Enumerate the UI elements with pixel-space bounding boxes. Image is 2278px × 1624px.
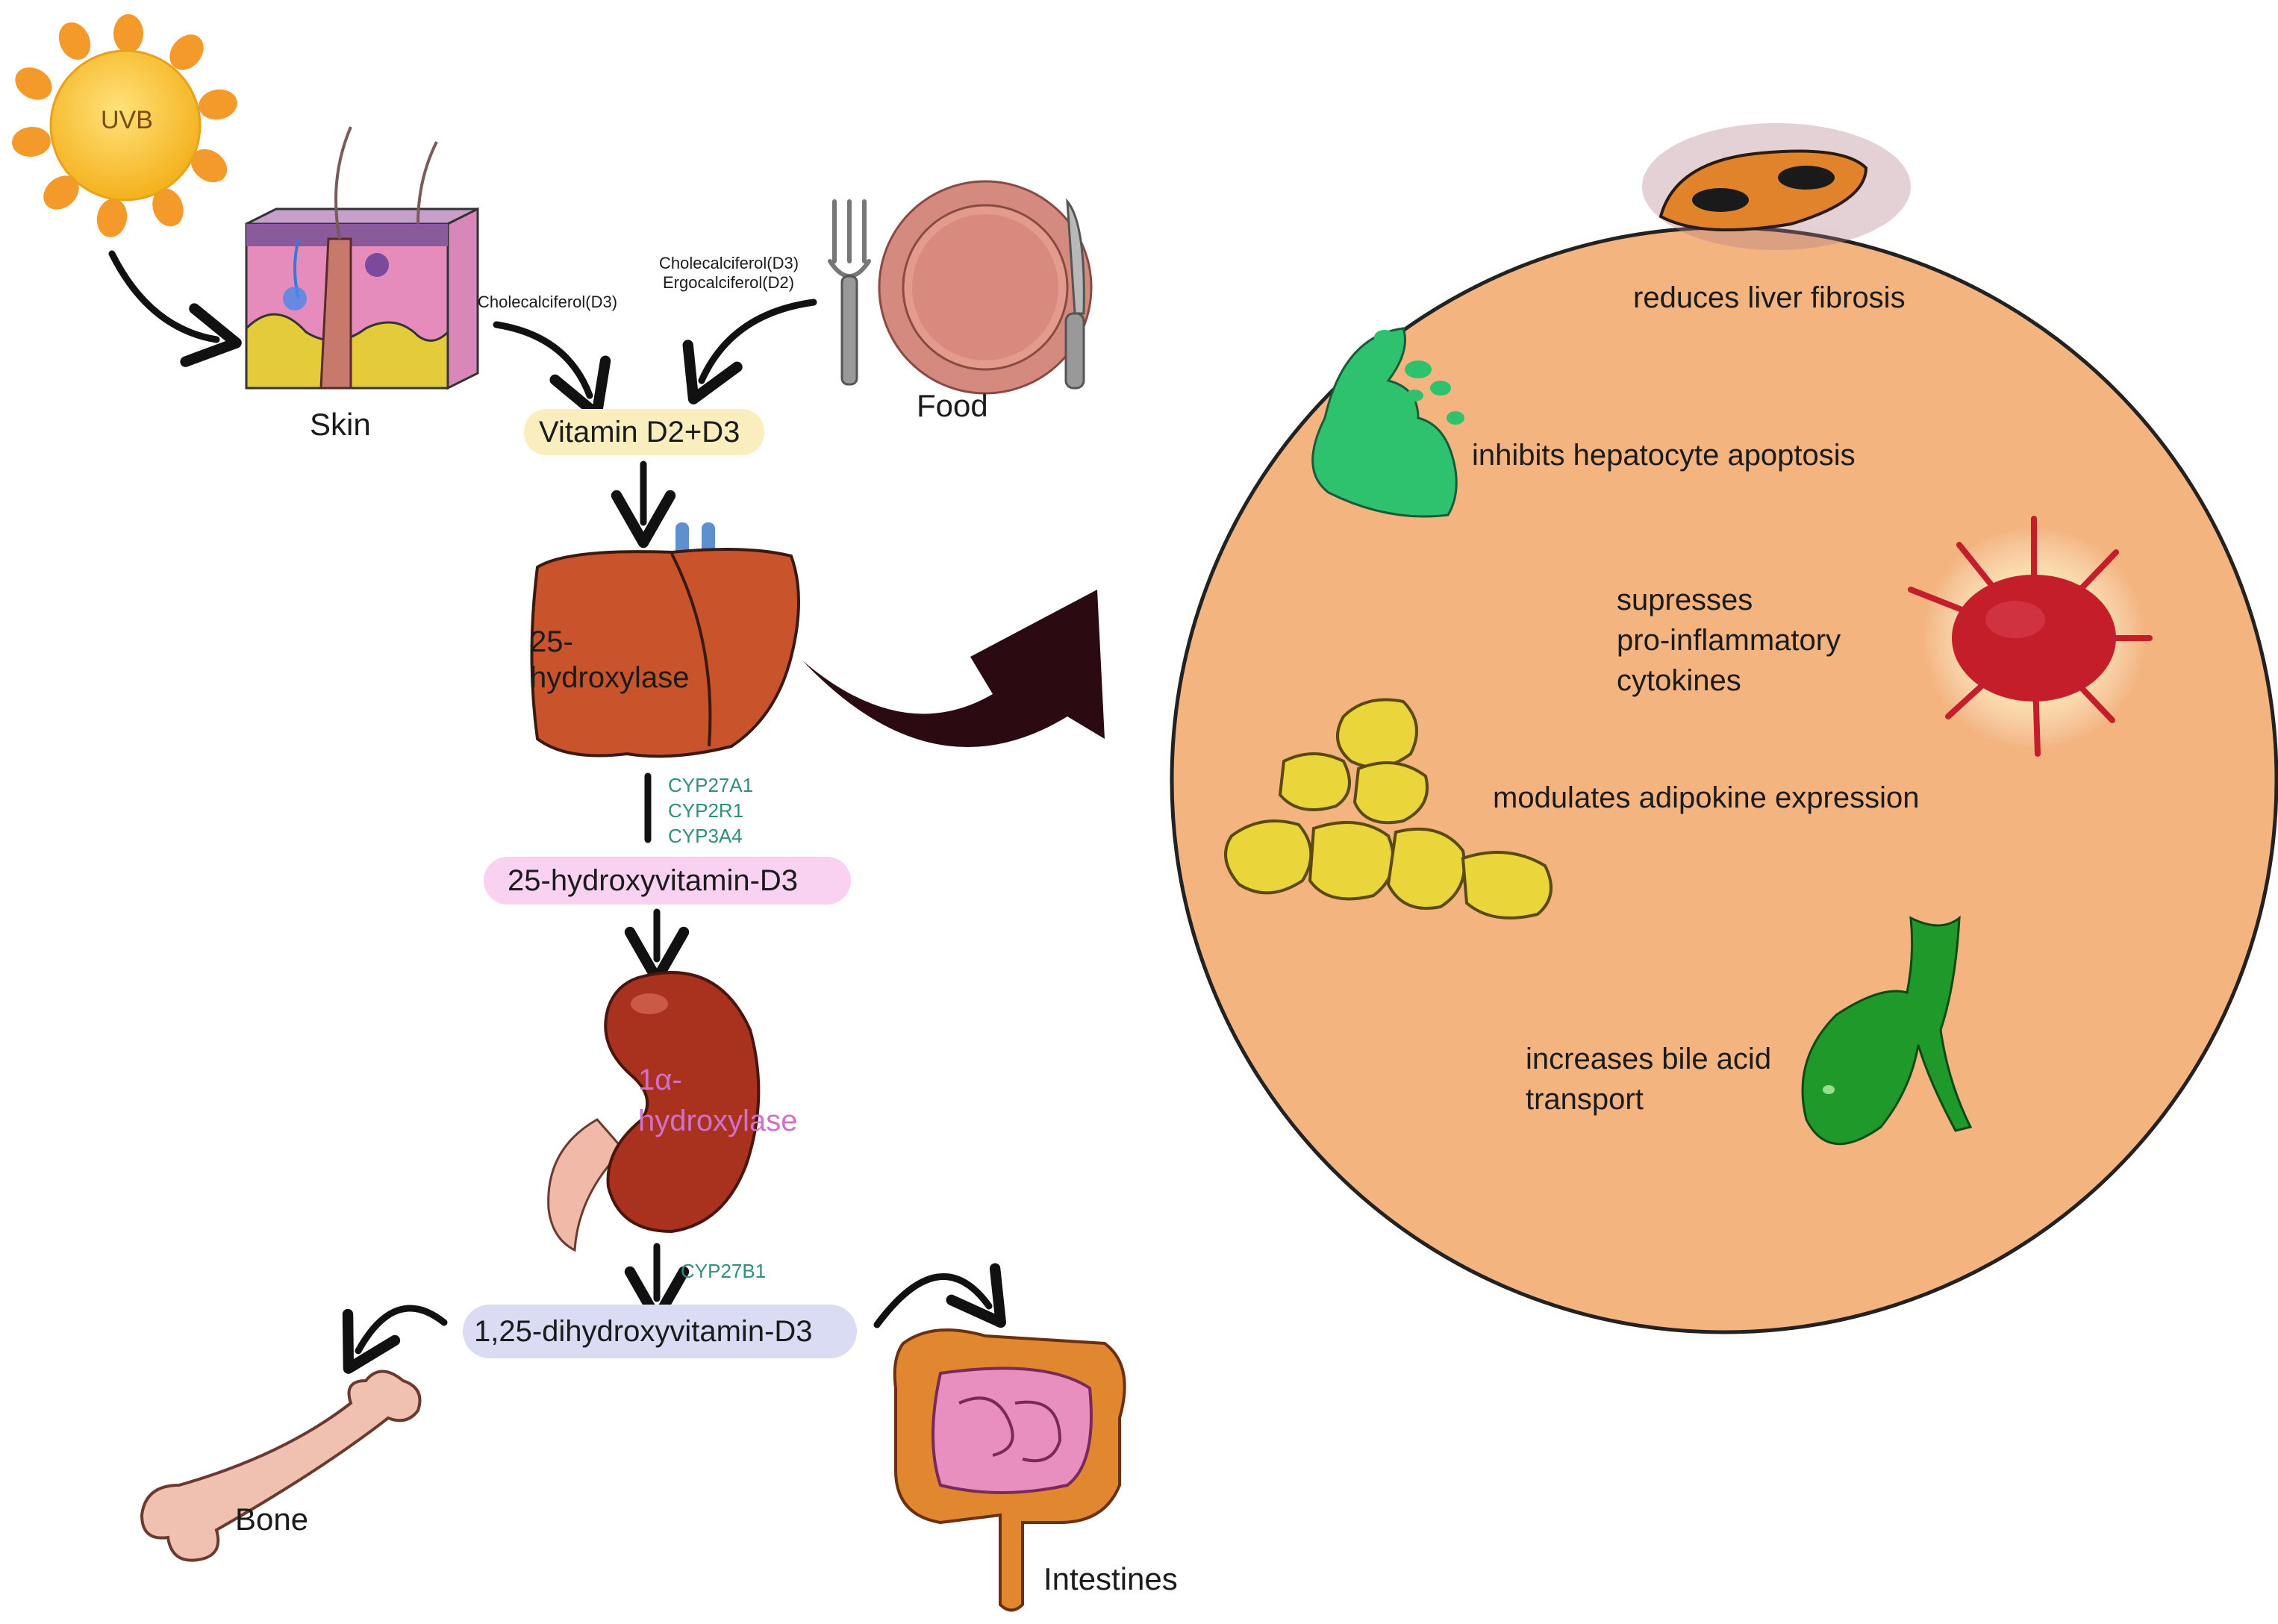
kidney-label-2: hydroxylase	[638, 1105, 798, 1137]
kidney-icon	[547, 971, 761, 1252]
enzyme-cyp2r1: CYP2R1	[668, 799, 744, 822]
hepatocyte-apoptosis-icon	[1311, 327, 1464, 518]
arrow-sun-to-skin	[108, 250, 242, 367]
effect-cytokines-3: cytokines	[1617, 664, 1741, 697]
skin-icon	[245, 126, 479, 390]
effect-cytokines-1: supresses	[1617, 584, 1753, 616]
arrow-skin-to-vitamin	[493, 321, 611, 420]
food-arrow-label-1: Cholecalciferol(D3)	[659, 254, 799, 272]
skin-arrow-label: Cholecalciferol(D3)	[478, 293, 618, 311]
intestines-label: Intestines	[1043, 1561, 1178, 1596]
effect-apoptosis: inhibits hepatocyte apoptosis	[1472, 439, 1856, 472]
metabolite2-label: 1,25-dihydroxyvitamin-D3	[474, 1315, 813, 1348]
food-label: Food	[917, 388, 988, 423]
food-arrow-label-2: Ergocalciferol(D2)	[663, 273, 795, 292]
bone-icon	[140, 1370, 422, 1562]
arrow-liver-to-effects	[802, 590, 1105, 748]
metabolite2-pill	[463, 1305, 857, 1358]
intestines-icon	[893, 1328, 1126, 1612]
uvb-label: UVB	[101, 106, 153, 134]
liver-label-1: 25-	[530, 625, 573, 658]
food-icon	[828, 180, 1093, 395]
arrow-food-to-vitamin	[682, 299, 817, 405]
arrow-to-intestines	[873, 1263, 1007, 1328]
skin-label: Skin	[310, 407, 371, 442]
arrow-to-bone	[342, 1305, 448, 1374]
liver-icon	[530, 522, 800, 758]
enzyme-cyp27b1: CYP27B1	[681, 1260, 767, 1282]
bone-label: Bone	[235, 1502, 309, 1537]
kidney-label-1: 1α-	[638, 1064, 682, 1096]
effect-cytokines-2: pro-inflammatory	[1617, 624, 1841, 657]
gallbladder-icon	[1801, 915, 1973, 1146]
adipocytes-icon	[1224, 698, 1553, 919]
effect-liver-fibrosis: reduces liver fibrosis	[1633, 281, 1906, 314]
liver-label-2: hydroxylase	[530, 661, 690, 694]
vitamin-pill	[524, 409, 764, 455]
effect-bile-1: increases bile acid	[1526, 1043, 1772, 1075]
vitamin-label: Vitamin D2+D3	[539, 416, 740, 449]
cytokine-cell-icon	[1908, 516, 2153, 757]
metabolite1-pill	[484, 857, 851, 905]
enzyme-cyp27a1: CYP27A1	[668, 774, 754, 796]
effect-adipokine: modulates adipokine expression	[1493, 781, 1920, 814]
sun-icon	[12, 14, 237, 237]
metabolite1-label: 25-hydroxyvitamin-D3	[508, 864, 799, 897]
enzyme-cyp3a4: CYP3A4	[668, 825, 743, 847]
effect-bile-2: transport	[1526, 1083, 1644, 1116]
liver-fibrosis-icon	[1642, 123, 1911, 250]
